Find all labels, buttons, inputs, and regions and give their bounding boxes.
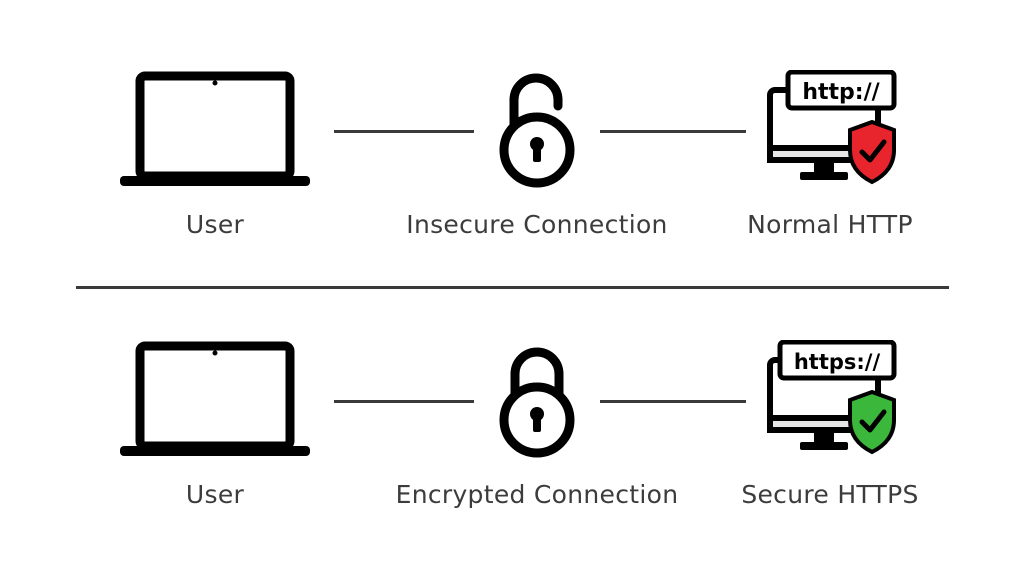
laptop-icon: [120, 71, 310, 186]
connection-label: Insecure Connection: [406, 210, 668, 239]
monitor-icon: http://: [767, 70, 897, 185]
connection-label: Encrypted Connection: [395, 480, 679, 509]
connector-line: [600, 400, 746, 403]
https-url-text: https://: [794, 350, 881, 374]
user-label: User: [185, 210, 245, 239]
site-label: Secure HTTPS: [741, 480, 919, 509]
connector-line: [334, 400, 474, 403]
connector-line: [334, 130, 474, 133]
shield-icon: [848, 119, 896, 185]
http-row: http:// User Insecure Connection Normal …: [0, 60, 1024, 260]
monitor-icon: https://: [767, 340, 897, 455]
site-label: Normal HTTP: [747, 210, 913, 239]
connector-line: [600, 130, 746, 133]
laptop-icon: [120, 341, 310, 456]
shield-icon: [848, 389, 896, 455]
https-row: https:// User Encrypted Connection Secur…: [0, 330, 1024, 530]
user-label: User: [185, 480, 245, 509]
locked-padlock-icon: [499, 347, 575, 458]
divider: [76, 286, 949, 289]
http-url-text: http://: [802, 80, 880, 105]
unlocked-padlock-icon: [499, 73, 575, 188]
